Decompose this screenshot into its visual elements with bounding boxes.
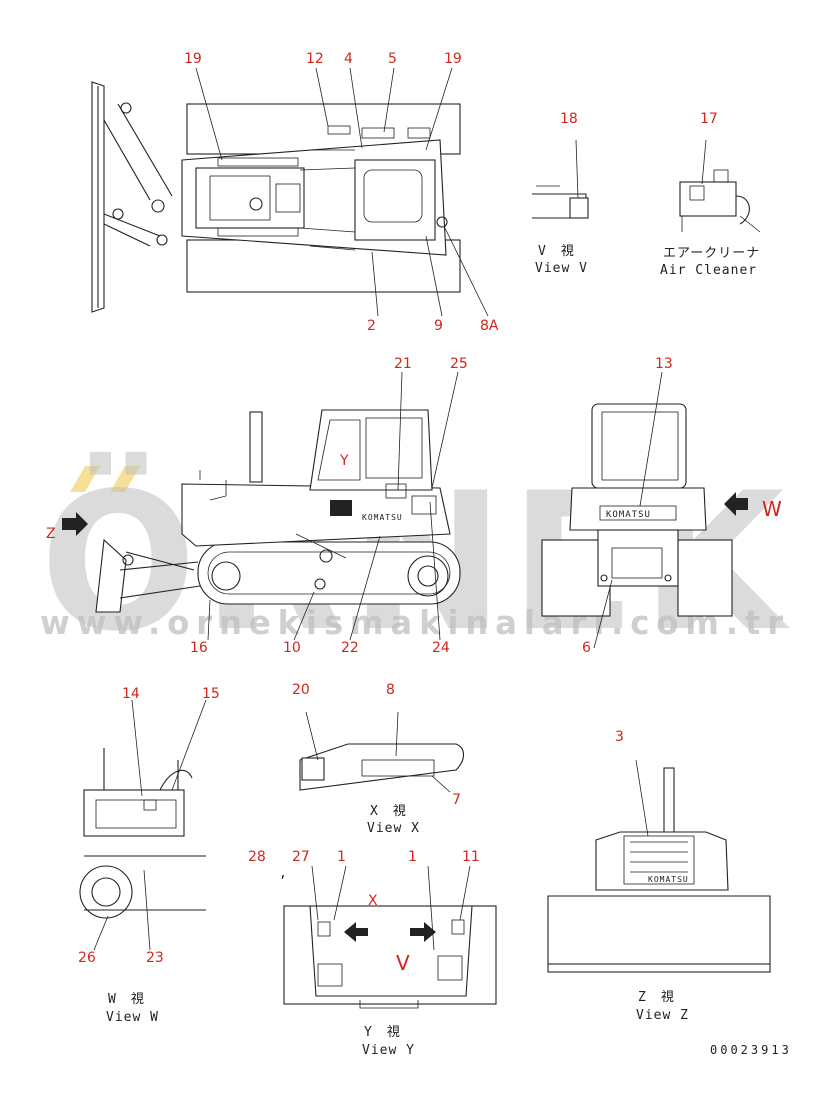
view-v-caption: View V [535,261,588,276]
view-y-marker: Y [339,453,349,469]
callout-separator: , [279,866,288,881]
callout-10: 10 [283,640,301,656]
callout-13: 13 [655,356,673,372]
watermark-url: www.ornekismakinalari.com.tr [40,603,790,642]
callout-24: 24 [432,640,450,656]
callout-8: 8 [386,682,395,698]
view-w-caption-jp: W 視 [108,992,145,1007]
view-x-drawing [299,711,465,793]
rear-decal-text: KOMATSU [606,510,651,520]
view-w-drawing [79,699,207,951]
air-cleaner-drawing [679,139,761,233]
view-w-caption: View W [106,1010,159,1025]
callout-5: 5 [388,51,397,67]
callout-8a: 8A [480,318,499,334]
air-cleaner-caption: Air Cleaner [660,263,757,278]
callout-6: 6 [582,640,591,656]
callout-11: 11 [462,849,480,865]
view-y-caption: View Y [362,1043,415,1058]
callout-7: 7 [452,792,461,808]
callout-22: 22 [341,640,359,656]
callout-19-right: 19 [444,51,462,67]
view-y-caption-jp: Y 視 [364,1025,401,1040]
callout-25: 25 [450,356,468,372]
callout-28: 28 [248,849,266,865]
callout-2: 2 [367,318,376,334]
rear-view-drawing [541,371,748,649]
top-view-drawing [91,67,489,317]
callout-3: 3 [615,729,624,745]
watermark-accent-right [110,466,140,492]
callout-19: 19 [184,51,202,67]
callout-1-left: 1 [337,849,346,865]
view-v-drawing [532,139,589,219]
callout-20: 20 [292,682,310,698]
callout-4: 4 [344,51,353,67]
view-v-marker: V [396,951,410,975]
view-x-caption-jp: X 視 [370,804,407,819]
view-y-drawing [283,865,497,1009]
callout-18: 18 [560,111,578,127]
view-w-marker: W [762,497,782,521]
view-x-caption: View X [367,821,420,836]
view-z-caption: View Z [636,1008,689,1023]
callout-15: 15 [202,686,220,702]
callout-1-right: 1 [408,849,417,865]
watermark-accent-left [70,466,100,492]
callout-21: 21 [394,356,412,372]
callout-16: 16 [190,640,208,656]
side-view-drawing [62,371,461,641]
view-x-marker: X [368,893,378,909]
document-number: 00023913 [710,1043,792,1057]
callout-27: 27 [292,849,310,865]
callout-23: 23 [146,950,164,966]
callout-9: 9 [434,318,443,334]
callout-26: 26 [78,950,96,966]
view-z-drawing [547,759,771,973]
view-v-caption-jp: V 視 [538,244,575,259]
side-decal-text: KOMATSU [362,513,403,522]
view-z-caption-jp: Z 視 [638,990,675,1005]
air-cleaner-caption-jp: エアークリーナ [663,246,760,261]
callout-17: 17 [700,111,718,127]
callout-12: 12 [306,51,324,67]
view-z-marker: Z [46,526,56,542]
callout-14: 14 [122,686,140,702]
front-decal-text: KOMATSU [648,875,689,884]
